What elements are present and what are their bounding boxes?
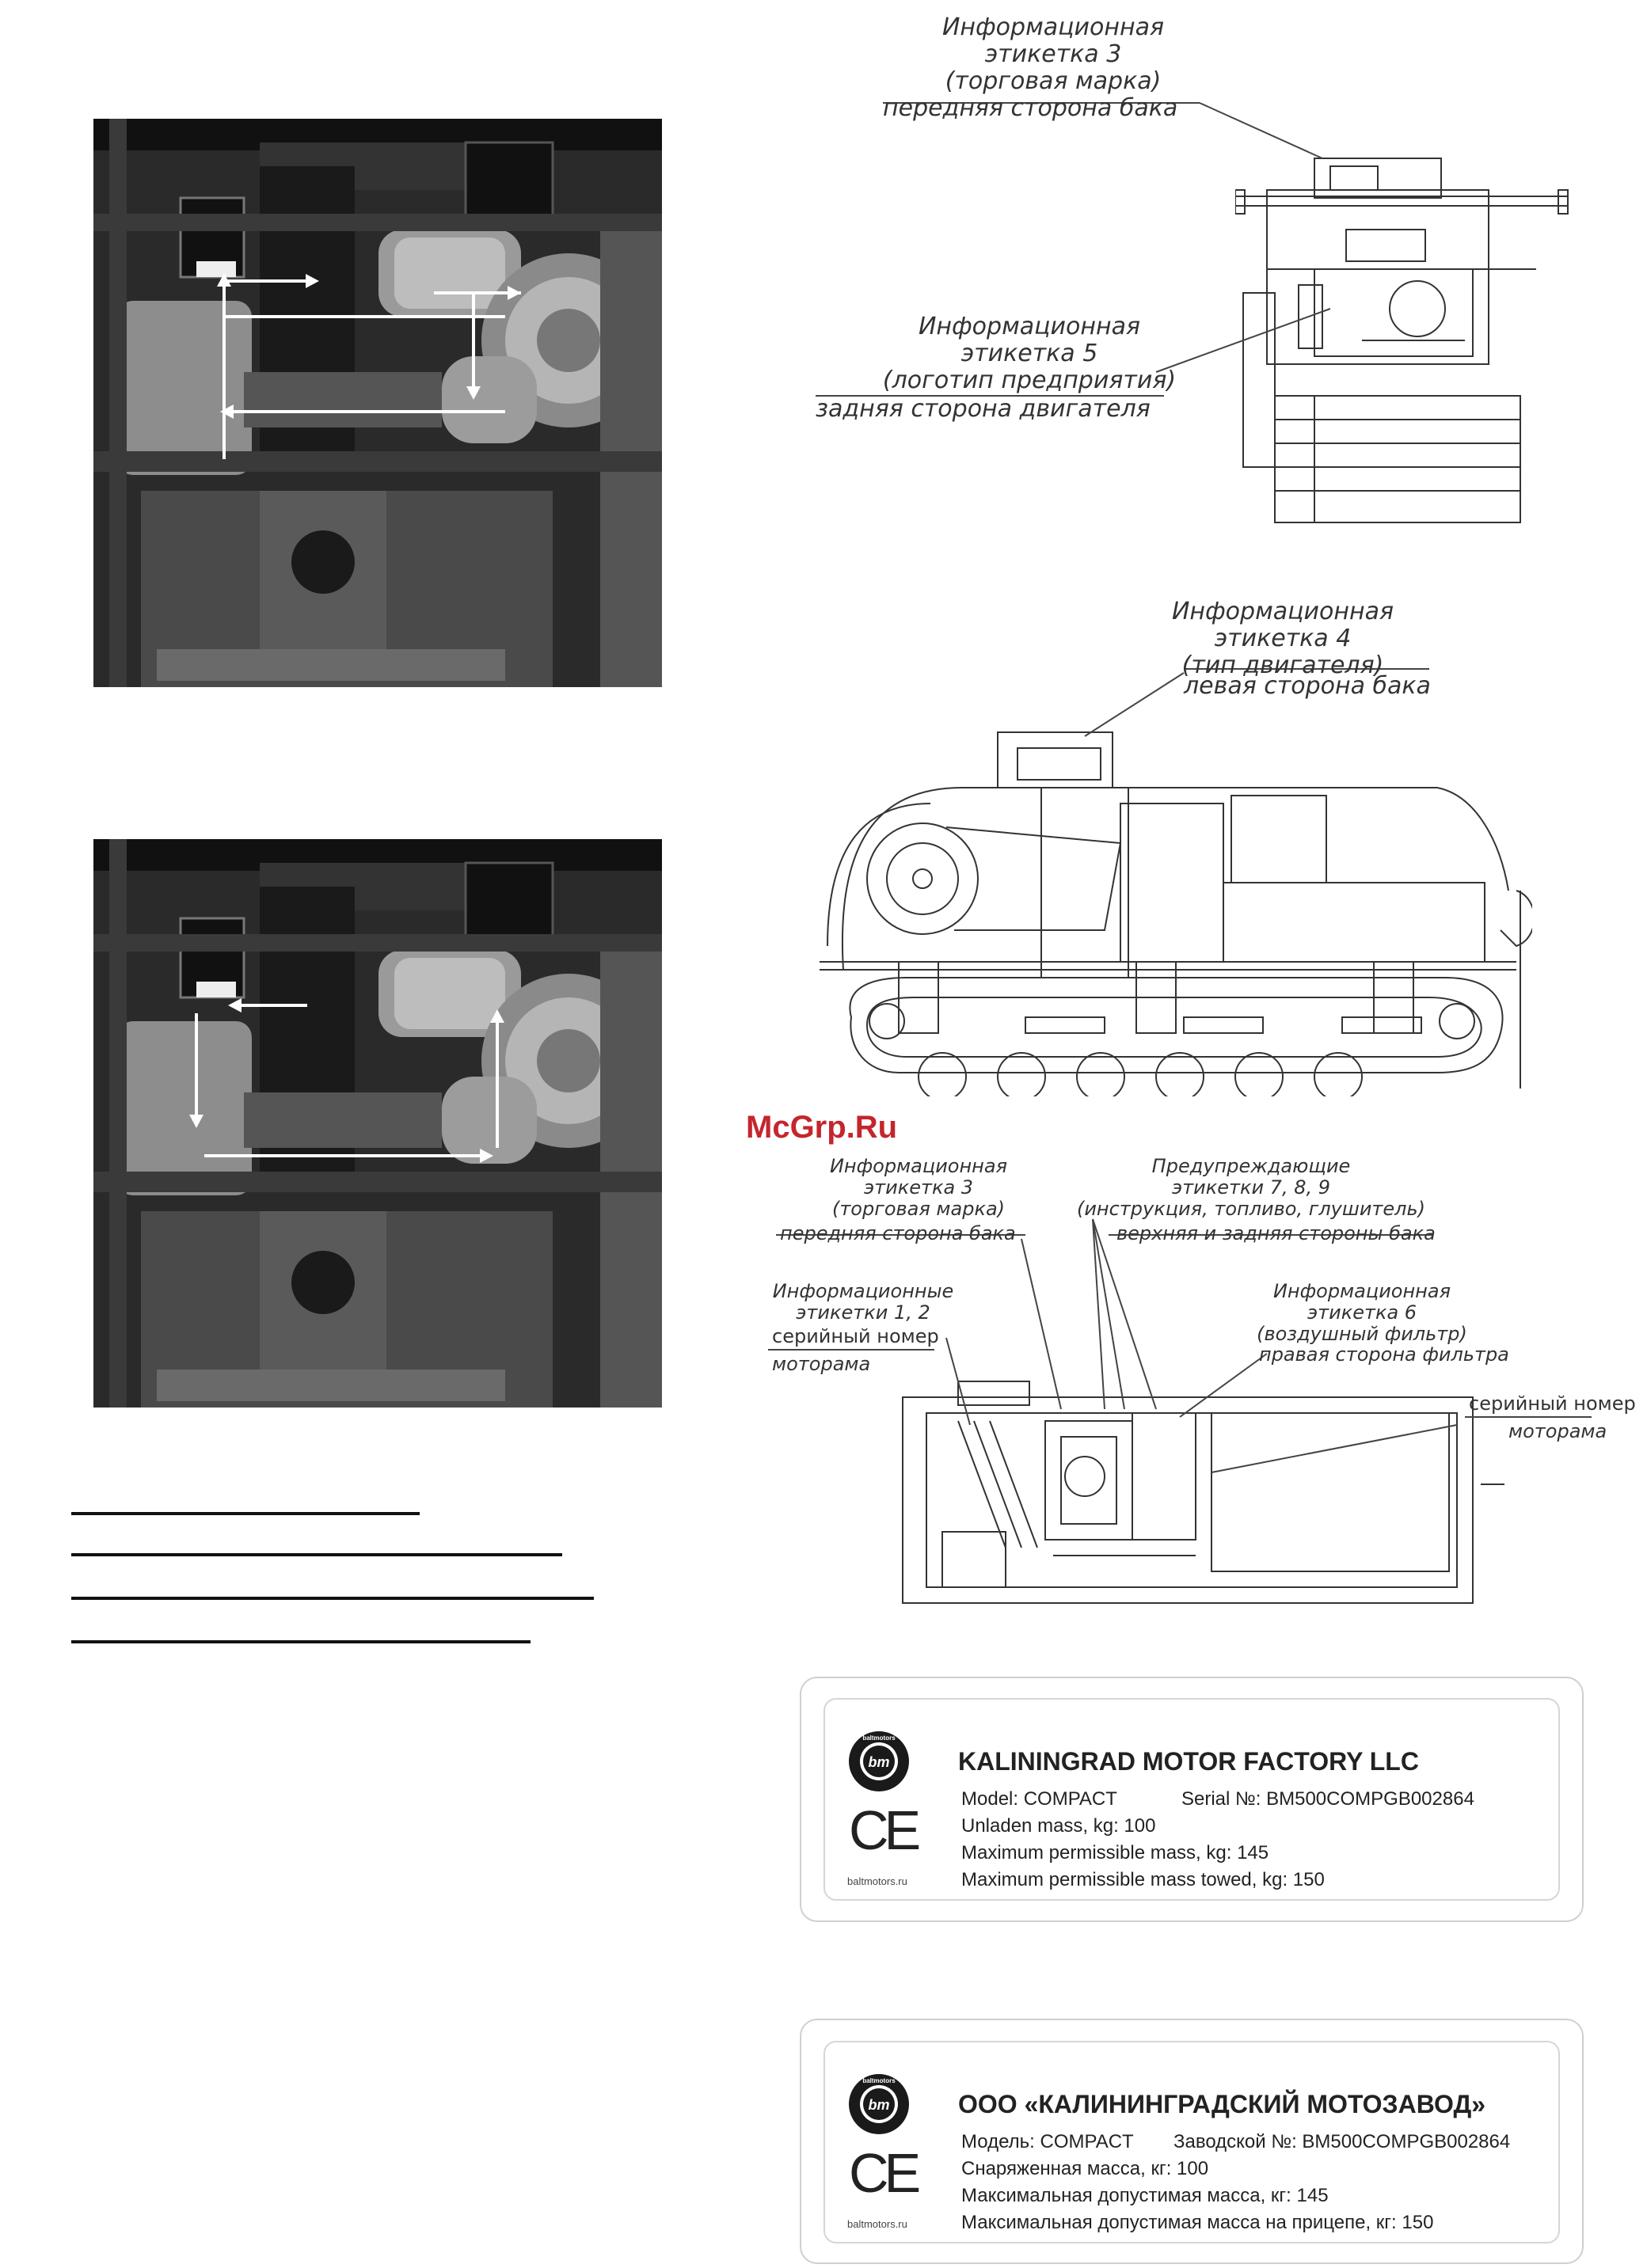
baltmotors-logo-icon: bm baltmotors bbox=[849, 2074, 909, 2134]
plate-unladen: Unladen mass, kg: 100 bbox=[961, 1815, 1156, 1837]
callout-label4-line3: (тип двигателя) bbox=[1181, 652, 1384, 679]
callout-label6: Информационная этикетка 6 (воздушный фил… bbox=[1243, 1281, 1481, 1345]
front-view-drawing bbox=[1235, 150, 1584, 530]
callout-label4: Информационная этикетка 4 (тип двигателя… bbox=[1164, 598, 1402, 679]
callout-label3-top-line3: (торговая марка) bbox=[945, 67, 1162, 95]
callout-label5-line1: Информационная bbox=[918, 313, 1141, 340]
callout-label12-line1: Информационные bbox=[772, 1280, 954, 1302]
side-view-lines bbox=[820, 731, 1532, 1096]
watermark: McGrp.Ru bbox=[746, 1110, 898, 1145]
blank-line-4 bbox=[71, 1640, 531, 1643]
nameplate-en: bm baltmotors CE baltmotors.ru KALININGR… bbox=[824, 1698, 1560, 1901]
callout-label3-bottom-line2: этикетка 3 bbox=[863, 1176, 974, 1199]
callout-label3-bottom-line3: (торговая марка) bbox=[831, 1198, 1006, 1220]
top-view-lines bbox=[902, 1381, 1504, 1604]
callout-warnings-line2: этикетки 7, 8, 9 bbox=[1171, 1176, 1331, 1199]
callout-label12-line2: этикетки 1, 2 bbox=[796, 1301, 930, 1324]
logo-text: bm bbox=[869, 1754, 890, 1770]
callout-label5-line3: (логотип предприятия) bbox=[882, 367, 1177, 394]
top-view-drawing bbox=[895, 1373, 1528, 1611]
plate-max-mass: Максимальная допустимая масса, кг: 145 bbox=[961, 2185, 1329, 2206]
baltmotors-logo-icon: bm baltmotors bbox=[849, 1731, 909, 1791]
callout-label3-top-line4: передняя сторона бака bbox=[883, 94, 1178, 122]
engine-photo-bottom-art bbox=[93, 839, 662, 1408]
callout-label4-line2: этикетка 4 bbox=[1214, 625, 1352, 652]
plate-serial: Заводской №: BM500COMPGB002864 bbox=[1173, 2131, 1511, 2152]
side-view-drawing bbox=[804, 716, 1532, 1096]
callout-serial-right-line1: серийный номер bbox=[1469, 1392, 1636, 1415]
front-view-lines bbox=[1235, 158, 1569, 523]
callout-label5: Информационная этикетка 5 (логотип предп… bbox=[879, 313, 1180, 394]
plate-serial: Serial №: BM500COMPGB002864 bbox=[1181, 1788, 1474, 1810]
engine-photo-top-art bbox=[93, 119, 662, 687]
callout-label5-line2: этикетка 5 bbox=[960, 340, 1098, 367]
plate-model: Model: COMPACT bbox=[961, 1788, 1117, 1810]
plate-max-towed: Maximum permissible mass towed, kg: 150 bbox=[961, 1869, 1325, 1890]
callout-label6-line3: (воздушный фильтр) bbox=[1257, 1323, 1467, 1345]
callout-label3-top-line2: этикетка 3 bbox=[984, 40, 1122, 68]
logo-text: bm bbox=[869, 2097, 890, 2113]
site-url: baltmotors.ru bbox=[847, 1875, 907, 1887]
blank-line-2 bbox=[71, 1553, 562, 1556]
ce-mark: CE bbox=[849, 2142, 921, 2204]
callout-warnings-line4: верхняя и задняя стороны бака bbox=[1116, 1222, 1436, 1244]
callout-label12: Информационные этикетки 1, 2 bbox=[760, 1281, 966, 1324]
callout-label3-top-line1: Информационная bbox=[941, 13, 1165, 41]
nameplate-ru: bm baltmotors CE baltmotors.ru ООО «КАЛИ… bbox=[824, 2041, 1560, 2243]
callout-label4-line4: левая сторона бака bbox=[1184, 672, 1431, 700]
callout-label3-bottom-line1: Информационная bbox=[829, 1155, 1008, 1177]
callout-label5-line4: задняя сторона двигателя bbox=[816, 395, 1151, 423]
plate-max-mass: Maximum permissible mass, kg: 145 bbox=[961, 1842, 1269, 1863]
plate-max-towed: Максимальная допустимая масса на прицепе… bbox=[961, 2212, 1434, 2233]
callout-label3-top: Информационная этикетка 3 (торговая марк… bbox=[934, 14, 1172, 95]
callout-label6-line1: Информационная bbox=[1272, 1280, 1451, 1302]
callout-label12-line4: моторама bbox=[772, 1353, 871, 1375]
blank-line-3 bbox=[71, 1597, 594, 1600]
plate-title: KALININGRAD MOTOR FACTORY LLC bbox=[958, 1747, 1419, 1776]
callout-label4-line1: Информационная bbox=[1171, 598, 1394, 625]
ce-mark: CE bbox=[849, 1799, 921, 1861]
logo-ring-text: baltmotors bbox=[862, 2077, 896, 2084]
callout-label6-line4: правая сторона фильтра bbox=[1259, 1343, 1509, 1366]
callout-serial-right-line2: моторама bbox=[1508, 1420, 1607, 1442]
callout-warnings-line1: Предупреждающие bbox=[1151, 1155, 1351, 1177]
callout-label12-line3: серийный номер bbox=[772, 1325, 939, 1347]
plate-unladen: Снаряженная масса, кг: 100 bbox=[961, 2158, 1209, 2179]
site-url: baltmotors.ru bbox=[847, 2218, 907, 2230]
callout-warnings-line3: (инструкция, топливо, глушитель) bbox=[1076, 1198, 1426, 1220]
callout-warnings: Предупреждающие этикетки 7, 8, 9 (инстру… bbox=[1061, 1156, 1441, 1220]
logo-ring-text: baltmotors bbox=[862, 1734, 896, 1742]
plate-model: Модель: COMPACT bbox=[961, 2131, 1134, 2152]
plate-title: ООО «КАЛИНИНГРАДСКИЙ МОТОЗАВОД» bbox=[958, 2090, 1486, 2118]
callout-label6-line2: этикетка 6 bbox=[1307, 1301, 1417, 1324]
engine-photo-top bbox=[93, 119, 662, 687]
callout-label3-bottom-line4: передняя сторона бака bbox=[780, 1222, 1016, 1244]
engine-photo-bottom bbox=[93, 839, 662, 1408]
callout-label3-bottom: Информационная этикетка 3 (торговая марк… bbox=[808, 1156, 1029, 1220]
blank-line-1 bbox=[71, 1512, 420, 1515]
